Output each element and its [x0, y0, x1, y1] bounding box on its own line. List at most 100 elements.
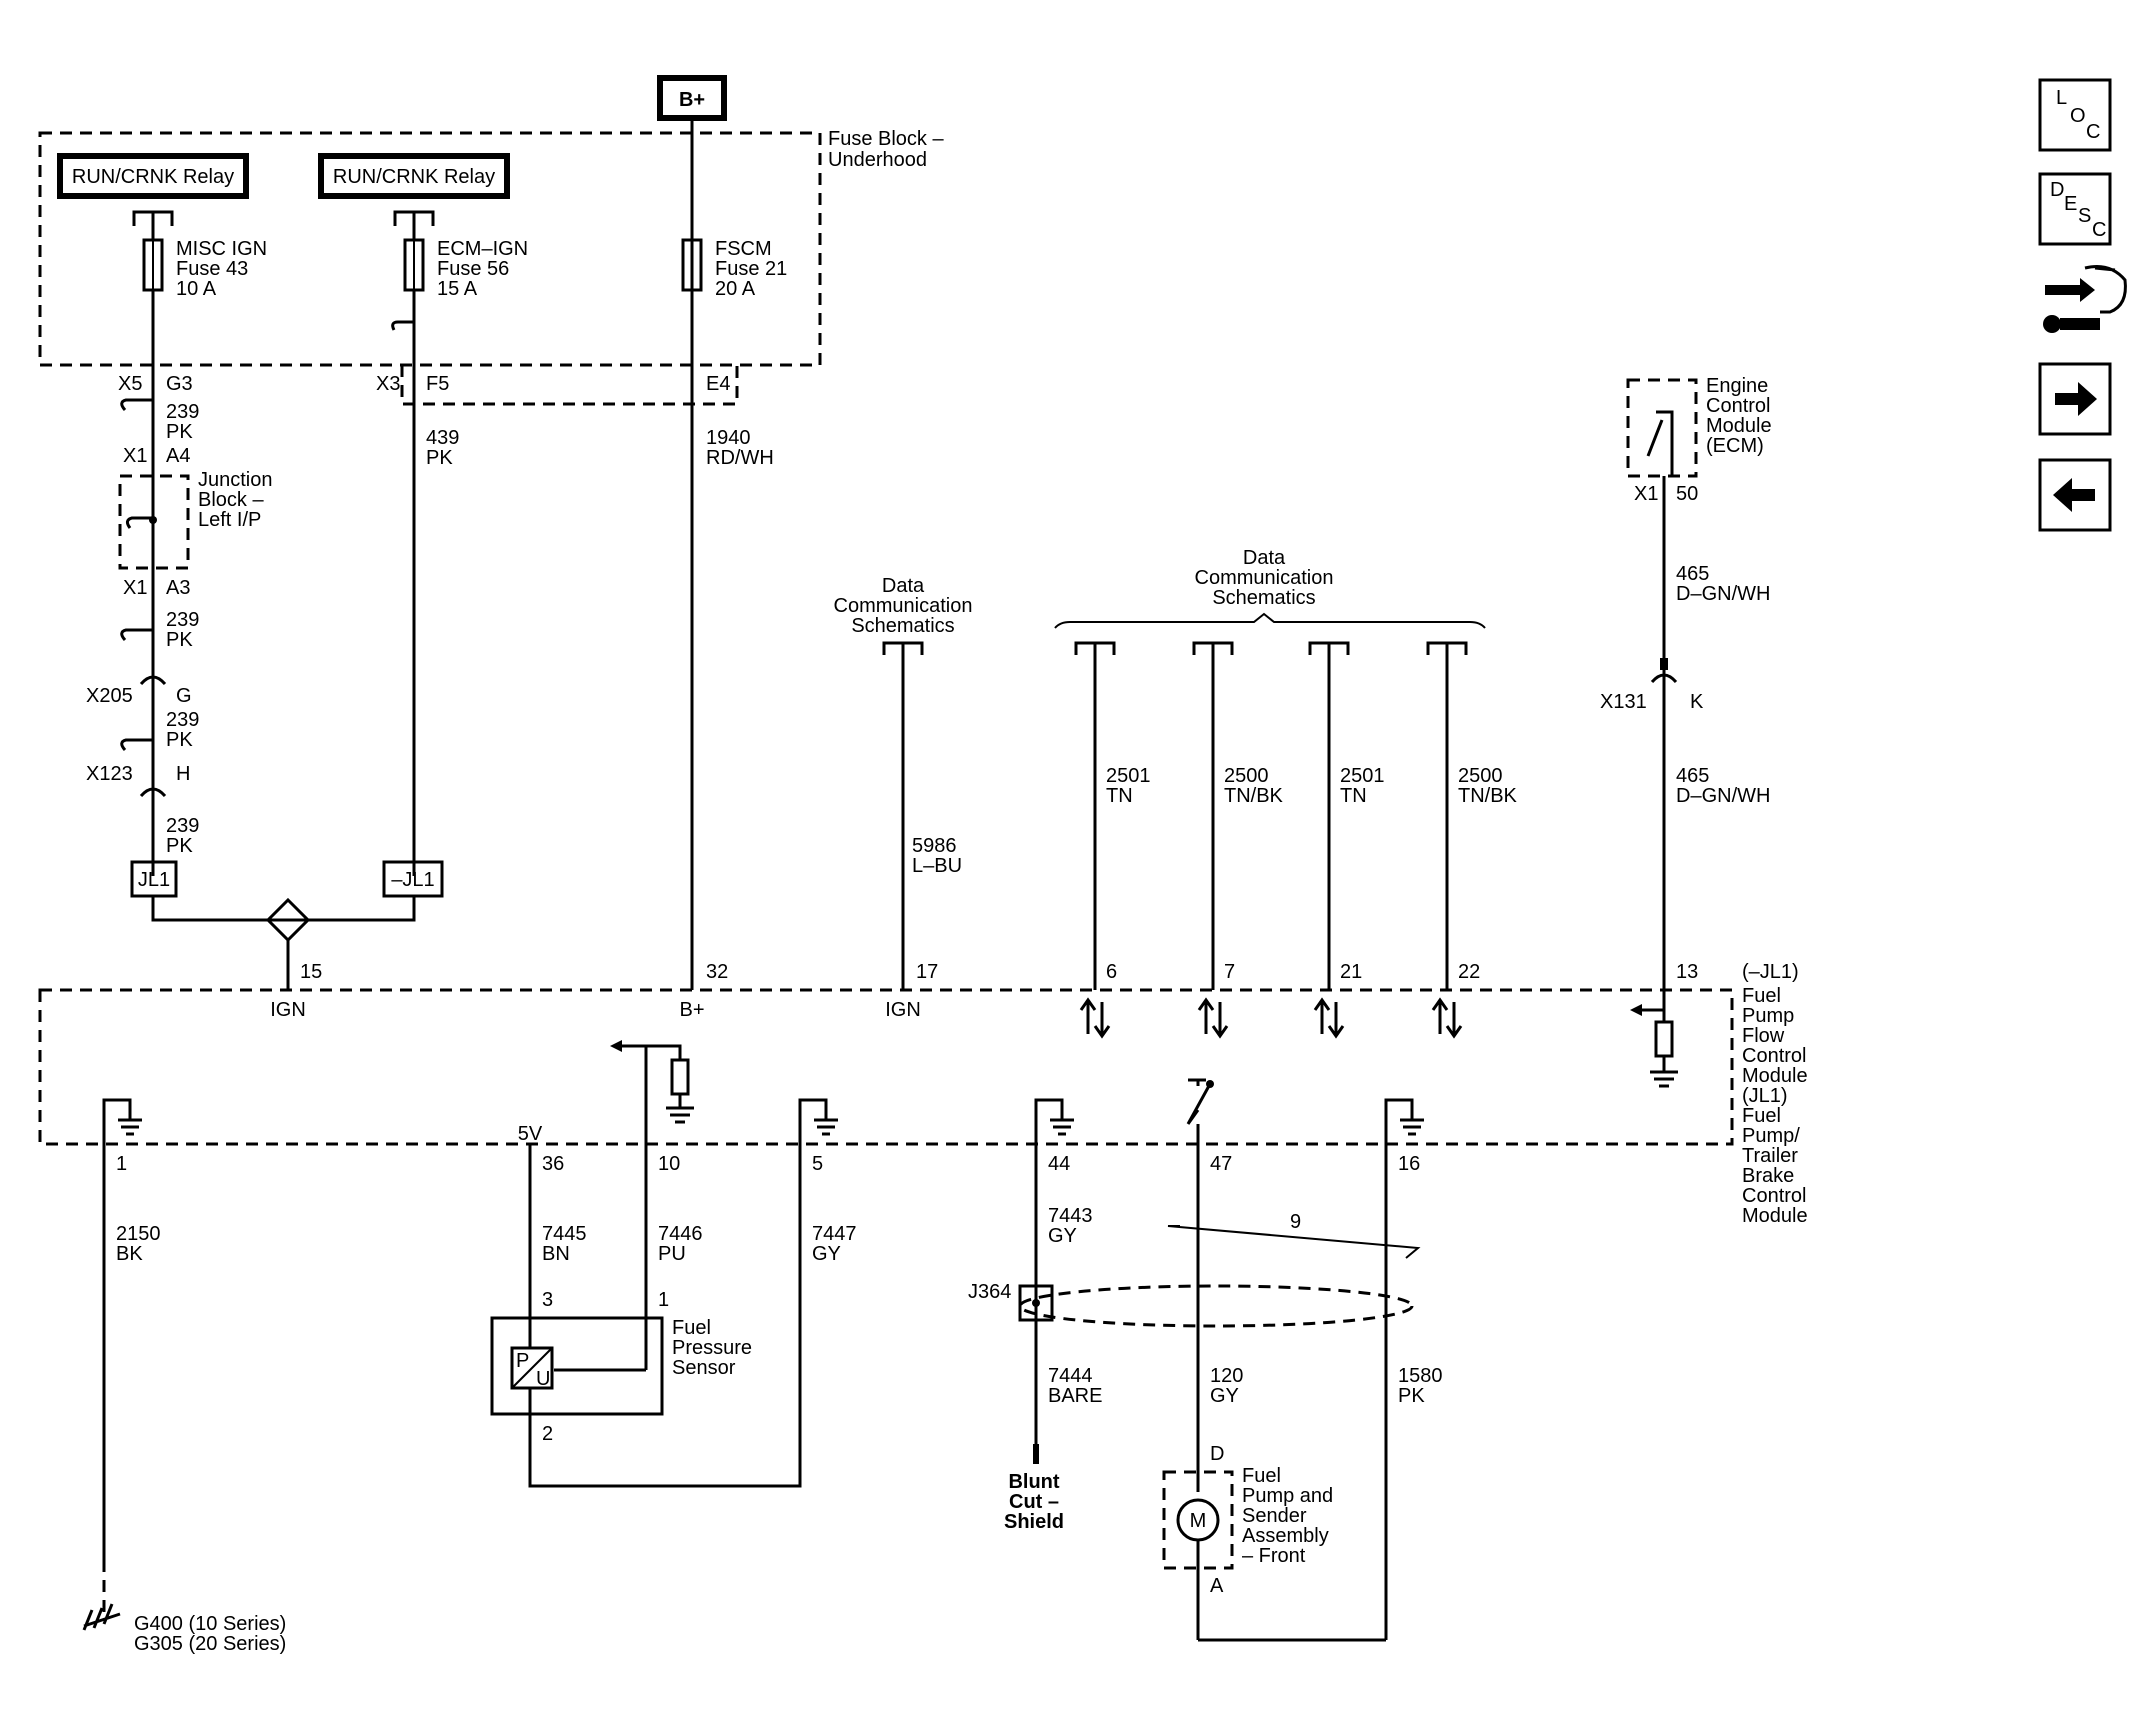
- svg-text:9: 9: [1290, 1211, 1301, 1233]
- svg-text:Left I/P: Left I/P: [198, 509, 261, 531]
- svg-text:Fuel: Fuel: [1742, 1105, 1781, 1127]
- run-crnk-relay-2: RUN/CRNK Relay: [318, 153, 510, 199]
- ecm-box: [1626, 378, 1698, 478]
- svg-text:G3: G3: [166, 373, 193, 395]
- svg-text:Control: Control: [1742, 1045, 1806, 1067]
- svg-text:X1: X1: [123, 577, 147, 599]
- svg-text:RUN/CRNK Relay: RUN/CRNK Relay: [72, 166, 234, 188]
- svg-text:G: G: [176, 685, 192, 707]
- svg-text:TN/BK: TN/BK: [1224, 785, 1284, 807]
- svg-text:Shield: Shield: [1004, 1511, 1064, 1533]
- fuel-pump-flow-control-module: [38, 988, 1734, 1146]
- svg-text:2150: 2150: [116, 1223, 161, 1245]
- svg-text:B+: B+: [679, 89, 705, 111]
- module-label: Fuel Pump Flow Control Module (JL1) Fuel…: [1742, 985, 1808, 1227]
- svg-text:Assembly: Assembly: [1242, 1525, 1329, 1547]
- svg-text:Module: Module: [1742, 1205, 1808, 1227]
- svg-text:2501: 2501: [1340, 765, 1385, 787]
- svg-text:Fuse 43: Fuse 43: [176, 258, 248, 280]
- svg-text:Brake: Brake: [1742, 1165, 1794, 1187]
- svg-text:2501: 2501: [1106, 765, 1151, 787]
- fuse-56: ECM–IGN Fuse 56 15 A: [403, 238, 528, 300]
- svg-text:2500: 2500: [1458, 765, 1503, 787]
- svg-text:120: 120: [1210, 1365, 1243, 1387]
- svg-text:3: 3: [542, 1289, 553, 1311]
- fuel-pump-assembly: [1162, 1470, 1234, 1570]
- svg-text:239: 239: [166, 815, 199, 837]
- svg-text:Sender: Sender: [1242, 1505, 1307, 1527]
- svg-text:Module: Module: [1706, 415, 1772, 437]
- svg-text:BARE: BARE: [1048, 1385, 1102, 1407]
- svg-text:239: 239: [166, 609, 199, 631]
- svg-text:MISC IGN: MISC IGN: [176, 238, 267, 260]
- svg-text:465: 465: [1676, 765, 1709, 787]
- svg-text:U: U: [536, 1368, 550, 1390]
- svg-text:Pump/: Pump/: [1742, 1125, 1800, 1147]
- svg-text:Schematics: Schematics: [851, 615, 954, 637]
- svg-text:IGN: IGN: [270, 999, 306, 1021]
- svg-text:32: 32: [706, 961, 728, 983]
- svg-text:PK: PK: [166, 835, 193, 857]
- svg-text:439: 439: [426, 427, 459, 449]
- svg-text:P: P: [516, 1350, 529, 1372]
- svg-text:TN: TN: [1340, 785, 1367, 807]
- svg-text:Pump and: Pump and: [1242, 1485, 1333, 1507]
- svg-text:Data: Data: [1243, 547, 1286, 569]
- svg-text:Fuel: Fuel: [672, 1317, 711, 1339]
- svg-text:15 A: 15 A: [437, 278, 478, 300]
- svg-text:–JL1: –JL1: [391, 869, 434, 891]
- bidirectional-arrow-icons: [1079, 997, 1463, 1039]
- svg-text:D: D: [2050, 179, 2064, 201]
- svg-text:J364: J364: [968, 1281, 1011, 1303]
- svg-text:5V: 5V: [518, 1123, 543, 1145]
- svg-text:7446: 7446: [658, 1223, 703, 1245]
- svg-text:D–GN/WH: D–GN/WH: [1676, 785, 1770, 807]
- svg-text:L–BU: L–BU: [912, 855, 962, 877]
- arrow-left-icon: [2053, 478, 2095, 512]
- svg-text:Schematics: Schematics: [1212, 587, 1315, 609]
- fuse-21: FSCM Fuse 21 20 A: [681, 238, 787, 300]
- svg-text:Fuse 56: Fuse 56: [437, 258, 509, 280]
- repair-hand-icon[interactable]: [2043, 265, 2127, 334]
- svg-text:20 A: 20 A: [715, 278, 756, 300]
- svg-text:E: E: [2064, 193, 2077, 215]
- svg-text:21: 21: [1340, 961, 1362, 983]
- svg-text:1580: 1580: [1398, 1365, 1443, 1387]
- back-button[interactable]: [2038, 458, 2112, 532]
- svg-text:Pump: Pump: [1742, 1005, 1794, 1027]
- chassis-ground-icon: [82, 1603, 121, 1631]
- svg-text:F5: F5: [426, 373, 449, 395]
- svg-text:PK: PK: [166, 421, 193, 443]
- svg-text:Trailer: Trailer: [1742, 1145, 1798, 1167]
- svg-text:X1: X1: [1634, 483, 1658, 505]
- svg-text:ECM–IGN: ECM–IGN: [437, 238, 528, 260]
- desc-button[interactable]: D E S C: [2038, 172, 2112, 246]
- svg-text:Pressure: Pressure: [672, 1337, 752, 1359]
- svg-text:5986: 5986: [912, 835, 957, 857]
- svg-text:GY: GY: [812, 1243, 841, 1265]
- module-pin-labels: 15 32 17 6 7 21 22 13: [300, 961, 1698, 983]
- svg-text:Fuel: Fuel: [1242, 1465, 1281, 1487]
- svg-text:O: O: [2070, 105, 2086, 127]
- svg-text:A3: A3: [166, 577, 190, 599]
- svg-text:L: L: [2056, 87, 2067, 109]
- svg-text:PK: PK: [166, 729, 193, 751]
- svg-text:47: 47: [1210, 1153, 1232, 1175]
- svg-text:E4: E4: [706, 373, 730, 395]
- svg-text:PK: PK: [1398, 1385, 1425, 1407]
- svg-text:Data: Data: [882, 575, 925, 597]
- fuse-block-label: Fuse Block –: [828, 128, 944, 150]
- svg-text:FSCM: FSCM: [715, 238, 772, 260]
- svg-text:TN: TN: [1106, 785, 1133, 807]
- svg-text:X123: X123: [86, 763, 133, 785]
- svg-text:5: 5: [812, 1153, 823, 1175]
- svg-text:Control: Control: [1742, 1185, 1806, 1207]
- loc-button[interactable]: L O C: [2038, 78, 2112, 152]
- svg-text:Underhood: Underhood: [828, 149, 927, 171]
- svg-text:TN/BK: TN/BK: [1458, 785, 1518, 807]
- svg-text:1: 1: [116, 1153, 127, 1175]
- svg-text:Fuel: Fuel: [1742, 985, 1781, 1007]
- next-button[interactable]: [2038, 362, 2112, 436]
- svg-text:10 A: 10 A: [176, 278, 217, 300]
- svg-text:X3: X3: [376, 373, 400, 395]
